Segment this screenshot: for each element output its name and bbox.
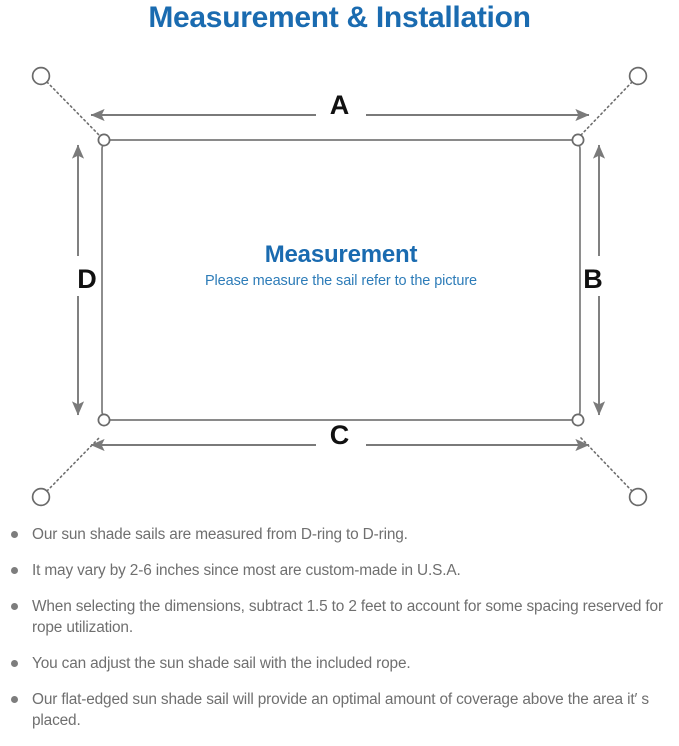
d-ring-top-left — [97, 133, 111, 147]
bullet-icon — [11, 567, 18, 574]
list-item: You can adjust the sun shade sail with t… — [0, 653, 679, 674]
rope-lines — [46, 81, 633, 492]
diagram-svg — [31, 66, 648, 507]
d-ring-bottom-left — [97, 413, 111, 427]
rope-bottom-left — [46, 437, 100, 492]
list-item: Our sun shade sails are measured from D-… — [0, 524, 679, 545]
dimension-arrows — [71, 108, 606, 452]
list-item: It may vary by 2-6 inches since most are… — [0, 560, 679, 581]
note-text: It may vary by 2-6 inches since most are… — [32, 562, 461, 579]
d-ring-bottom-right — [571, 413, 585, 427]
note-text: When selecting the dimensions, subtract … — [32, 598, 663, 636]
dimension-label-a: A — [329, 90, 350, 120]
anchor-rings — [31, 66, 648, 507]
note-text: You can adjust the sun shade sail with t… — [32, 655, 411, 672]
notes-list: Our sun shade sails are measured from D-… — [0, 524, 679, 746]
dimension-label-d: D — [77, 264, 97, 294]
bullet-icon — [11, 696, 18, 703]
sail-center-text: Measurement Please measure the sail refe… — [102, 240, 580, 292]
anchor-ring-bottom-left — [31, 487, 51, 507]
bullet-icon — [11, 531, 18, 538]
sail-heading: Measurement — [264, 241, 418, 268]
anchor-ring-top-right — [628, 66, 648, 86]
dimension-label-c: C — [329, 420, 350, 450]
list-item: When selecting the dimensions, subtract … — [0, 596, 679, 638]
d-rings — [97, 133, 585, 427]
note-text: Our sun shade sails are measured from D-… — [32, 526, 408, 543]
rope-top-left — [46, 81, 100, 136]
note-text: Our flat-edged sun shade sail will provi… — [32, 691, 649, 729]
page-title: Measurement & Installation — [148, 1, 531, 34]
list-item: Our flat-edged sun shade sail will provi… — [0, 689, 679, 731]
dimension-label-b: B — [583, 264, 603, 294]
sail-rectangle — [101, 139, 581, 421]
anchor-ring-bottom-right — [628, 487, 648, 507]
bullet-icon — [11, 603, 18, 610]
sail-subheading: Please measure the sail refer to the pic… — [204, 273, 478, 289]
bullet-icon — [11, 660, 18, 667]
measurement-diagram: A C D B Measurement Please measure the s… — [0, 48, 679, 518]
anchor-ring-top-left — [31, 66, 51, 86]
d-ring-top-right — [571, 133, 585, 147]
